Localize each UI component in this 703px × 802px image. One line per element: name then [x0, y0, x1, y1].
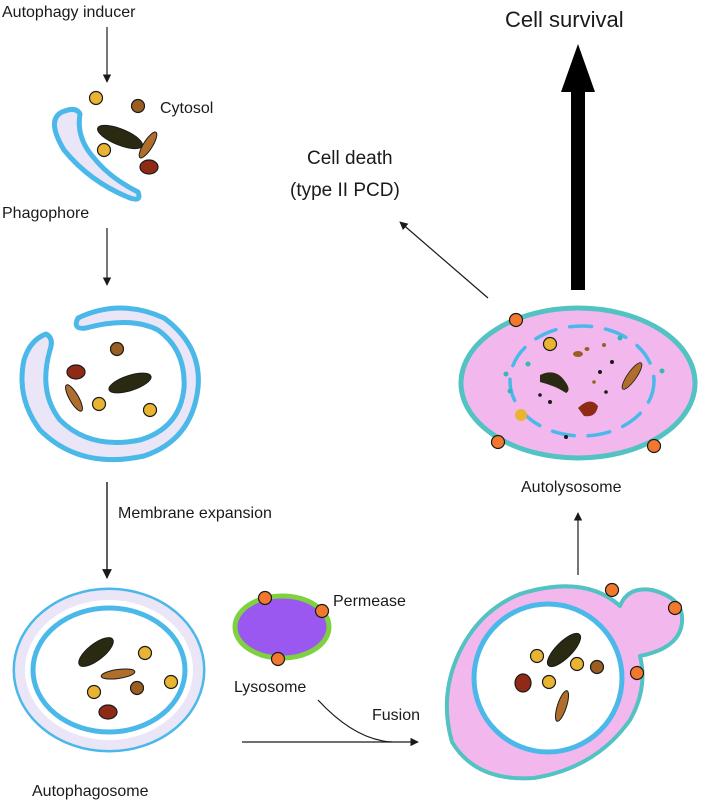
lysosome [232, 593, 332, 661]
phagophore-label: Phagophore [2, 205, 89, 222]
autolysosome-permeases [490, 312, 662, 454]
fusion-permeases [604, 582, 683, 681]
autophagosome-label: Autophagosome [32, 783, 149, 800]
fusing-autophagosome [444, 584, 685, 781]
permease-label: Permease [333, 593, 406, 610]
cell-survival-arrow-shaft [571, 84, 585, 290]
cell-survival-arrow-head [561, 44, 595, 92]
autolysosome-label: Autolysosome [521, 479, 622, 496]
phagophore [52, 106, 142, 202]
cytosol-cargo [88, 90, 159, 175]
fusion-label: Fusion [372, 707, 420, 724]
membrane-expansion-label: Membrane expansion [118, 505, 272, 522]
cell-death-type-label: (type II PCD) [290, 180, 400, 201]
cell-death-arrow [399, 221, 489, 299]
autophagy-inducer-label: Autophagy inducer [2, 4, 136, 21]
degrading-cargo [503, 335, 665, 439]
lysosome-fusion-curve [317, 699, 393, 743]
lysosome-permeases [257, 590, 330, 667]
cell-death-label: Cell death [307, 148, 393, 169]
autophagosome-cargo [78, 637, 179, 720]
expanding-phagophore [19, 305, 201, 463]
fusion-cargo [514, 632, 605, 722]
autophagosome [12, 587, 206, 753]
cell-survival-label: Cell survival [505, 7, 624, 32]
cup-cargo [65, 341, 158, 418]
lysosome-label: Lysosome [234, 679, 306, 696]
cytosol-label: Cytosol [160, 100, 213, 117]
